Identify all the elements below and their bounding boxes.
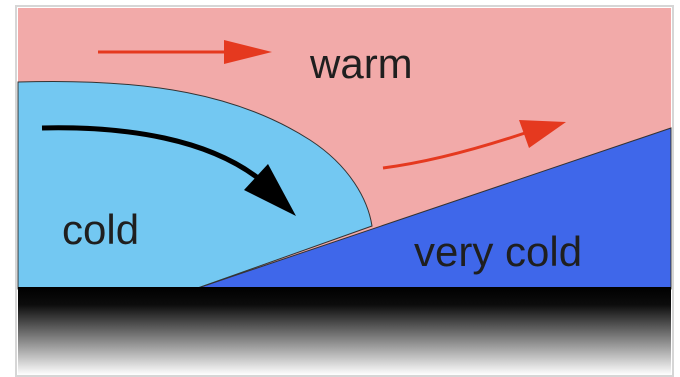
cold-label: cold	[62, 206, 139, 253]
ground	[18, 287, 671, 375]
warm-label: warm	[309, 40, 413, 87]
very-cold-label: very cold	[414, 228, 582, 275]
